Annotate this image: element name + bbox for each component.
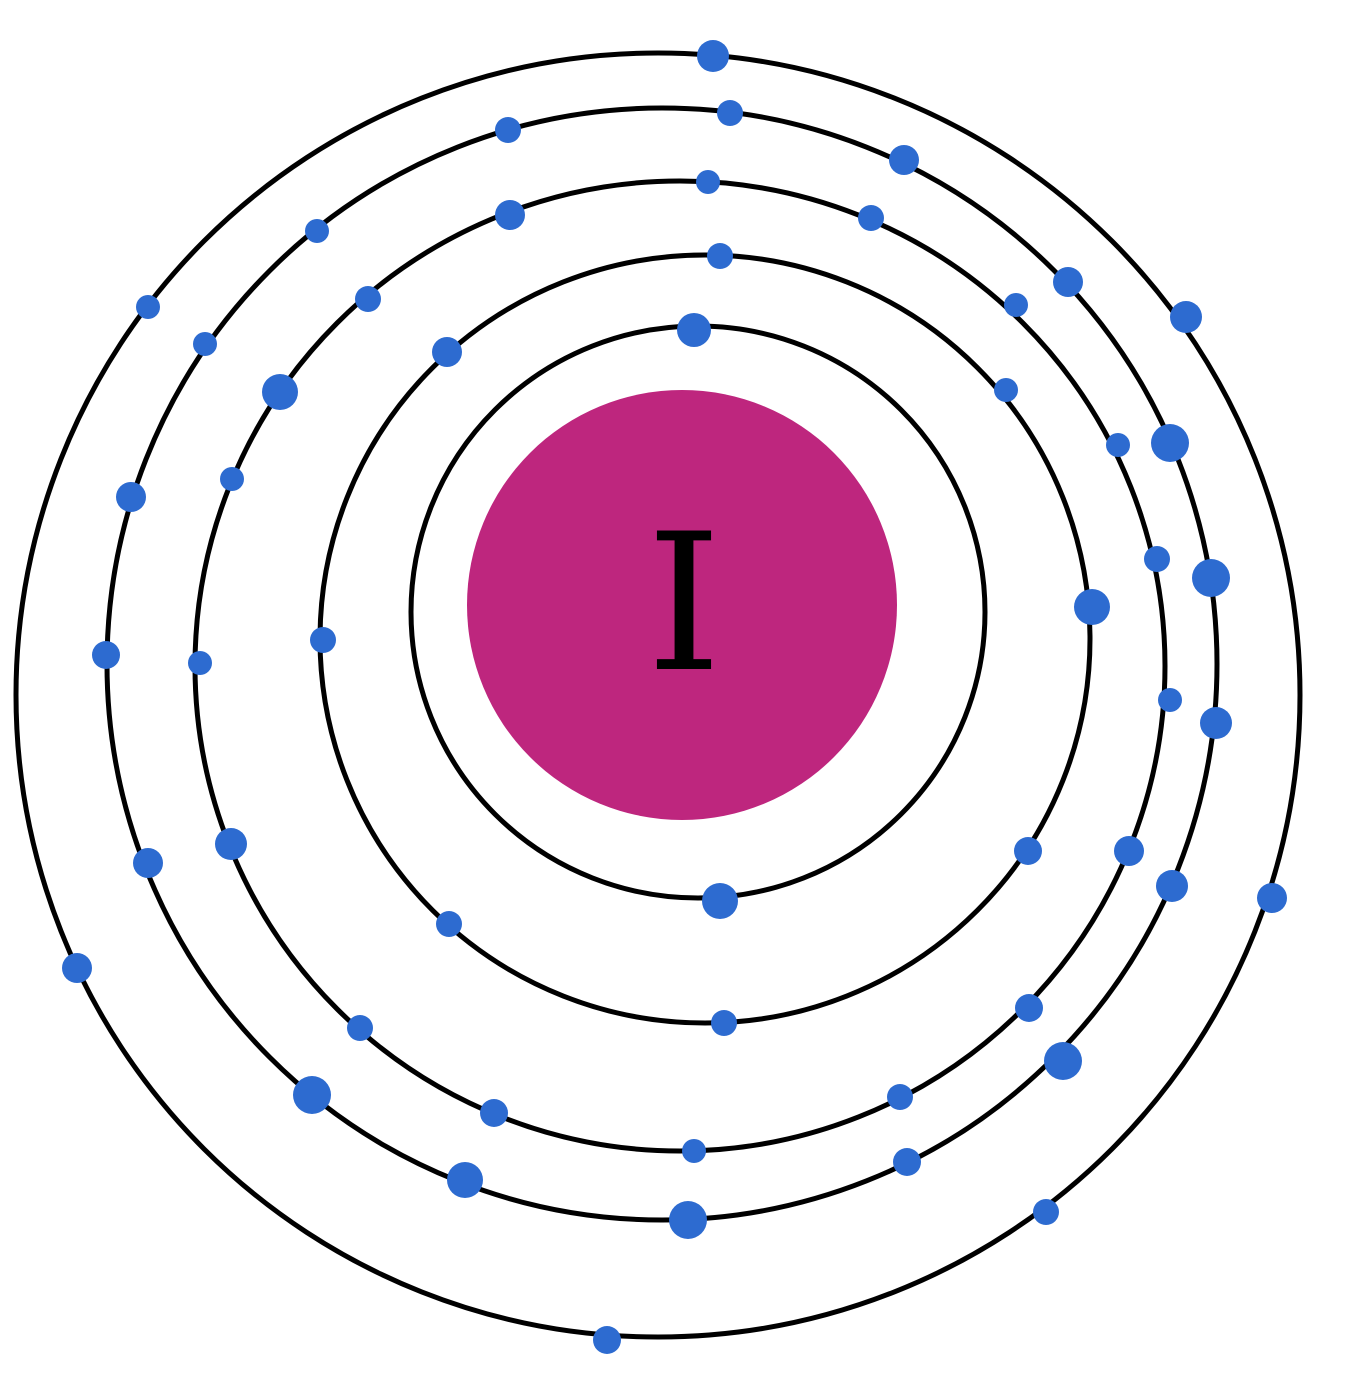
electron-shell-1 (702, 883, 738, 919)
electron-shell-3 (1144, 546, 1170, 572)
electron-shell-5 (1257, 883, 1287, 913)
electron-shell-4 (1156, 870, 1188, 902)
electron-shell-4 (1192, 559, 1230, 597)
electron-shell-3 (262, 374, 298, 410)
electron-shell-3 (1015, 994, 1043, 1022)
electron-shell-4 (293, 1076, 331, 1114)
electron-shell-4 (495, 117, 521, 143)
electron-shell-3 (696, 170, 720, 194)
electron-shell-4 (893, 1148, 921, 1176)
electron-shell-5 (1170, 301, 1202, 333)
electron-shell-2 (707, 243, 733, 269)
electron-shell-5 (136, 295, 160, 319)
electron-shell-5 (697, 40, 729, 72)
electron-shell-2 (711, 1010, 737, 1036)
electron-shell-5 (62, 953, 92, 983)
electron-shell-3 (215, 828, 247, 860)
electron-shell-3 (495, 200, 525, 230)
electron-shell-2 (310, 627, 336, 653)
electron-shell-4 (305, 219, 329, 243)
electron-shell-4 (717, 100, 743, 126)
electron-shell-3 (887, 1084, 913, 1110)
electron-shell-3 (1114, 836, 1144, 866)
electron-shell-5 (13, 50, 1303, 1340)
electron-shell-2 (436, 911, 462, 937)
electron-shell-4 (447, 1162, 483, 1198)
electron-shell-2 (432, 337, 462, 367)
electron-shell-5 (1033, 1199, 1059, 1225)
electron-shell-4 (133, 848, 163, 878)
electron-shell-3 (220, 467, 244, 491)
electron-shell-4 (1200, 707, 1232, 739)
electron-shell-3 (1106, 433, 1130, 457)
electron-shell-4 (116, 482, 146, 512)
electron-shell-3 (355, 286, 381, 312)
electron-shell-3 (1158, 688, 1182, 712)
electron-shell-3 (1004, 293, 1028, 317)
electron-shell-4 (1044, 1042, 1082, 1080)
nucleus (467, 390, 897, 820)
element-symbol: I (646, 493, 721, 714)
electron-shell-3 (858, 205, 884, 231)
electron-shell-3 (188, 651, 212, 675)
electron-shell-2 (994, 378, 1018, 402)
electron-shell-4 (669, 1201, 707, 1239)
electron-shell-2 (1014, 837, 1042, 865)
electron-shell-3 (347, 1015, 373, 1041)
electron-shell-4 (193, 332, 217, 356)
electron-shell-3 (682, 1139, 706, 1163)
electron-shell-3 (480, 1099, 508, 1127)
electron-shell-4 (1151, 424, 1189, 462)
electron-shell-4 (889, 145, 919, 175)
electron-shell-1 (677, 313, 711, 347)
electron-shell-2 (1074, 589, 1110, 625)
electron-shell-4 (1053, 267, 1083, 297)
electron-shell-4 (92, 641, 120, 669)
electron-shell-5 (593, 1326, 621, 1354)
